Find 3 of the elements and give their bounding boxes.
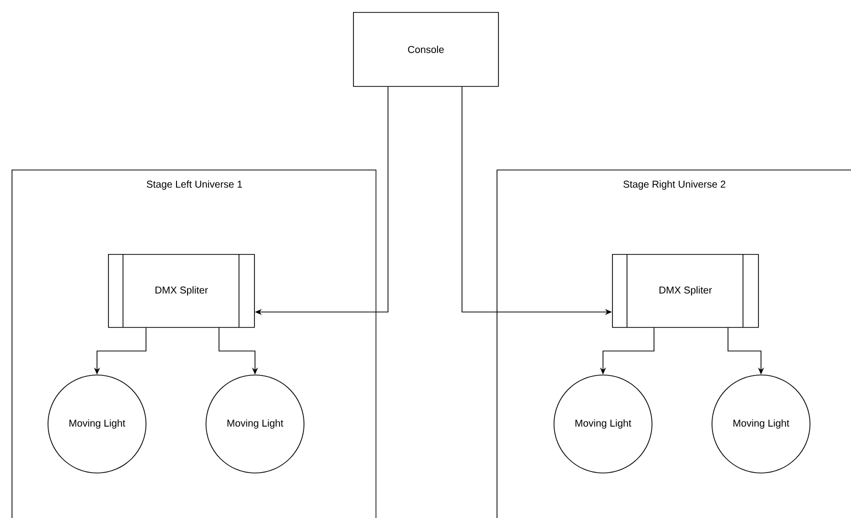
console-box: Console	[353, 12, 499, 87]
splitter-box: DMX Spliter	[612, 254, 759, 328]
splitter-box: DMX Spliter	[108, 254, 255, 328]
